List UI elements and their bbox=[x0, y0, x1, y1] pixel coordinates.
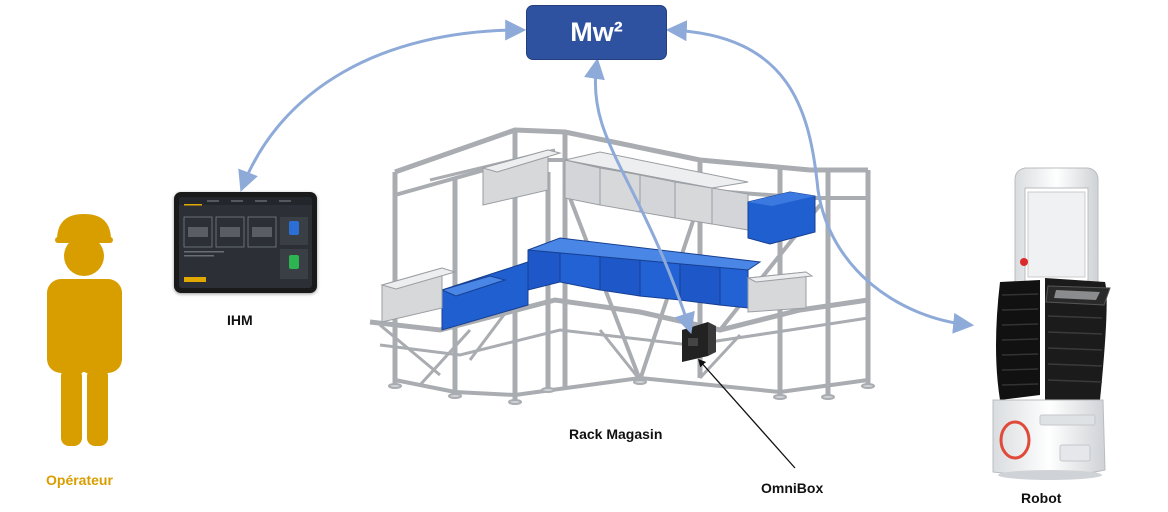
hmi-tablet-icon bbox=[174, 192, 317, 293]
arrow-omnibox-pointer bbox=[697, 358, 796, 469]
arrow-hub-robot bbox=[665, 20, 975, 334]
robot-label: Robot bbox=[1021, 490, 1062, 506]
robot-illustration bbox=[992, 167, 1111, 480]
hmi-label: IHM bbox=[227, 312, 253, 328]
omnibox-device-icon bbox=[682, 322, 716, 362]
blue-crate-top bbox=[747, 191, 816, 245]
hub-label: Mw² bbox=[570, 17, 623, 47]
blue-crates-middle bbox=[440, 237, 762, 331]
operator-label: Opérateur bbox=[46, 472, 113, 488]
rack-label: Rack Magasin bbox=[569, 426, 663, 442]
tablet-screen bbox=[179, 197, 312, 288]
operator-figure-icon bbox=[47, 214, 122, 446]
hub-box: Mw² bbox=[526, 5, 667, 60]
arrow-hub-ihm bbox=[238, 19, 527, 192]
omnibox-label: OmniBox bbox=[761, 480, 824, 496]
connection-arrows bbox=[238, 19, 975, 334]
